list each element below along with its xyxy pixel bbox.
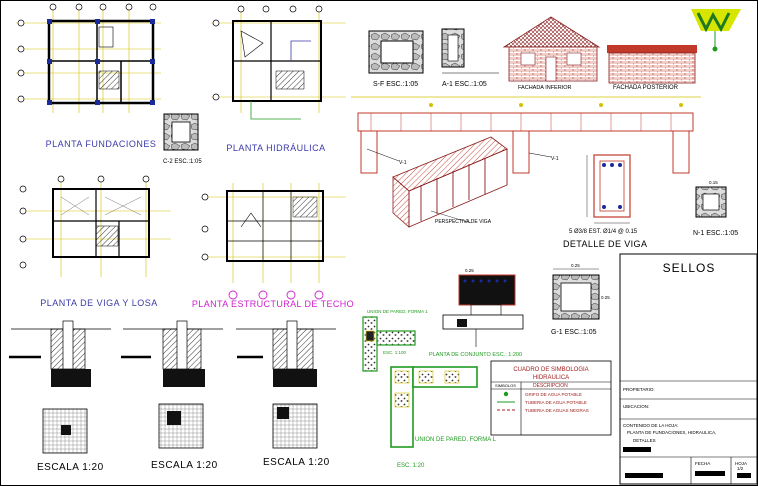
beam-perspective bbox=[392, 136, 508, 228]
title-fecha: FECHA bbox=[695, 461, 710, 466]
label-perspectiva-viga: PERSPECTIVA DE VIGA bbox=[435, 219, 492, 225]
label-union-pared-1: UNION DE PARED, FORMA 1 bbox=[367, 309, 428, 314]
label-dim-015: 0.15 bbox=[709, 180, 718, 185]
foundation-sections bbox=[9, 320, 336, 387]
label-fachada-inferior: FACHADA INFERIOR bbox=[518, 85, 572, 91]
label-escala-3: ESCALA 1:20 bbox=[263, 457, 330, 468]
label-viga-spec: 5 Ø3/8 EST. Ø1/4 @ 0.15 bbox=[569, 229, 638, 235]
label-detalle-viga: DETALLE DE VIGA bbox=[563, 239, 647, 249]
label-dim-025a: 0.25 bbox=[571, 263, 580, 268]
label-c2: C-2 ESC.:1:05 bbox=[163, 159, 202, 165]
label-sf: S-F ESC.:1:05 bbox=[373, 81, 418, 88]
title-ubicacion: UBICACION: bbox=[623, 404, 649, 409]
fachada-inferior bbox=[502, 16, 601, 82]
detail-n1 bbox=[695, 186, 727, 218]
label-planta-fundaciones: PLANTA FUNDACIONES bbox=[46, 139, 157, 149]
label-planta-estructural-techo: PLANTA ESTRUCTURAL DE TECHO bbox=[192, 299, 354, 309]
detail-sf bbox=[368, 30, 424, 74]
label-fachada-posterior: FACHADA POSTERIOR bbox=[613, 85, 679, 91]
label-v1a: V-1 bbox=[399, 160, 407, 166]
title-hoja-num: 1/2 bbox=[737, 466, 744, 471]
title-detalles: DETALLES bbox=[633, 438, 656, 443]
legend-row-3: TUBERIA DE AGUAS NEGRAS bbox=[525, 408, 589, 413]
union-pared-1 bbox=[362, 316, 416, 372]
detail-g1 bbox=[552, 268, 600, 320]
plan-fundaciones bbox=[16, 3, 161, 113]
label-escala-2: ESCALA 1:20 bbox=[151, 460, 218, 471]
footing-plans bbox=[42, 403, 318, 454]
title-hoja: HOJA bbox=[735, 461, 747, 466]
fachada-posterior bbox=[607, 45, 697, 84]
legend-title-1: CUADRO DE SIMBOLOGIA bbox=[513, 367, 588, 373]
label-esc-120: ESC. 1:20 bbox=[397, 463, 425, 469]
grifo-symbol-icon bbox=[503, 391, 509, 397]
title-sellos: SELLOS bbox=[663, 261, 716, 275]
plan-hidraulica bbox=[211, 5, 346, 120]
legend-title-2: HIDRAULICA bbox=[533, 375, 569, 381]
legend-table bbox=[490, 360, 612, 436]
label-planta-conjunto: PLANTA DE CONJUNTO ESC.: 1:200 bbox=[429, 352, 522, 358]
label-planta-viga-losa: PLANTA DE VIGA Y LOSA bbox=[40, 298, 158, 308]
label-v1b: V-1 bbox=[551, 156, 559, 162]
legend-col-symbol: SIMBOLOS bbox=[495, 383, 516, 388]
planta-conjunto bbox=[442, 274, 524, 347]
legend-row-2: TUBERIA DE AGUA POTABLE bbox=[525, 400, 587, 405]
detail-viga bbox=[586, 154, 631, 224]
label-g1: G-1 ESC.:1:05 bbox=[551, 329, 597, 336]
legend-col-desc: DESCRIPCION bbox=[533, 383, 568, 389]
title-contenido-text: PLANTA DE FUNDACIONES, HIDRAULICA, bbox=[627, 430, 716, 435]
title-contenido: CONTENIDO DE LA HOJA: bbox=[623, 423, 679, 428]
label-dim-025b: 0.25 bbox=[601, 295, 610, 300]
title-propietario: PROPIETARIO: bbox=[623, 387, 655, 392]
detail-a1 bbox=[441, 28, 499, 74]
label-union-pared-l: UNION DE PARED, FORMA L bbox=[415, 437, 497, 443]
detail-c2 bbox=[163, 113, 199, 151]
label-esc-loo: ESC. 1:100 bbox=[383, 350, 407, 355]
label-n1: N-1 ESC.:1:05 bbox=[693, 230, 738, 237]
label-escala-1: ESCALA 1:20 bbox=[37, 462, 104, 473]
plan-viga-losa bbox=[19, 175, 171, 277]
label-planta-hidraulica: PLANTA HIDRÁULICA bbox=[226, 143, 325, 153]
title-block bbox=[619, 253, 757, 485]
union-pared-l bbox=[390, 366, 478, 448]
plan-estructural-techo bbox=[201, 183, 346, 300]
beam-elevation bbox=[351, 96, 701, 174]
label-dim-025c: 0.25 bbox=[465, 268, 474, 273]
label-a1: A-1 ESC.:1:05 bbox=[442, 81, 487, 88]
legend-row-1: GRIFO DE AGUA POTABLE bbox=[525, 392, 582, 397]
logo bbox=[691, 9, 741, 52]
